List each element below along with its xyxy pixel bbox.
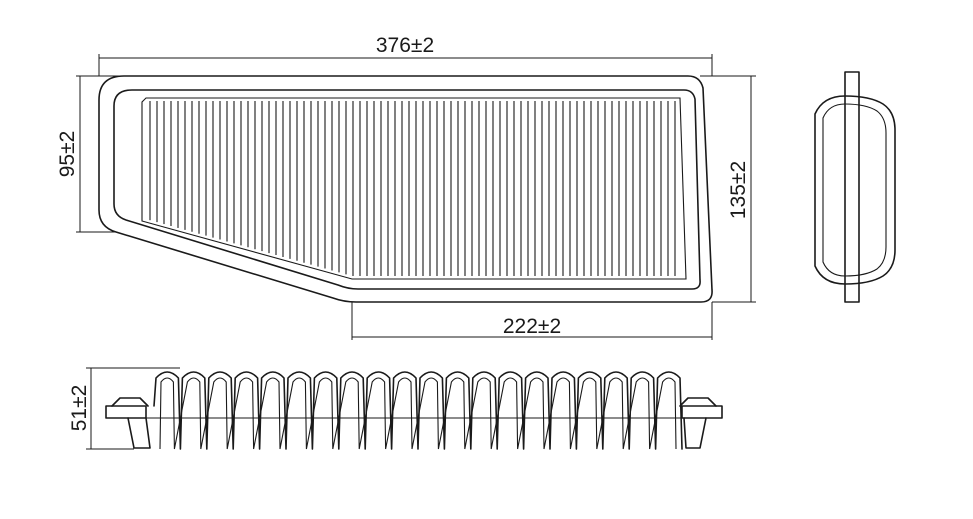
pleat-area	[141, 97, 687, 280]
side-flange	[844, 71, 860, 303]
dimension-length-label: 376±2	[376, 34, 434, 57]
front-right-flange	[681, 405, 723, 419]
front-pleat-inner	[159, 377, 677, 450]
side-body-outline	[814, 95, 896, 285]
dimension-depth-label: 51±2	[68, 385, 91, 432]
front-pleat-outline	[153, 371, 683, 450]
front-view	[105, 371, 723, 450]
dimension-short-height-label: 95±2	[56, 131, 79, 178]
dimension-bottom-length: 222±2	[351, 302, 713, 340]
outer-frame	[98, 75, 713, 303]
dimension-height: 135±2	[700, 75, 756, 303]
side-inner-outline	[822, 103, 887, 277]
dimension-short-height: 95±2	[56, 75, 124, 233]
front-left-seal	[111, 397, 151, 449]
pleat-lines	[149, 101, 676, 276]
dimension-length: 376±2	[98, 34, 713, 76]
front-pleats	[146, 371, 684, 450]
dimension-depth: 51±2	[68, 367, 180, 450]
dimension-height-label: 135±2	[727, 161, 750, 219]
top-view	[98, 75, 713, 303]
dimension-bottom-length-label: 222±2	[503, 315, 561, 338]
side-view	[814, 71, 896, 303]
front-left-flange	[105, 405, 147, 419]
front-right-seal	[679, 397, 717, 449]
inner-frame	[113, 89, 701, 290]
